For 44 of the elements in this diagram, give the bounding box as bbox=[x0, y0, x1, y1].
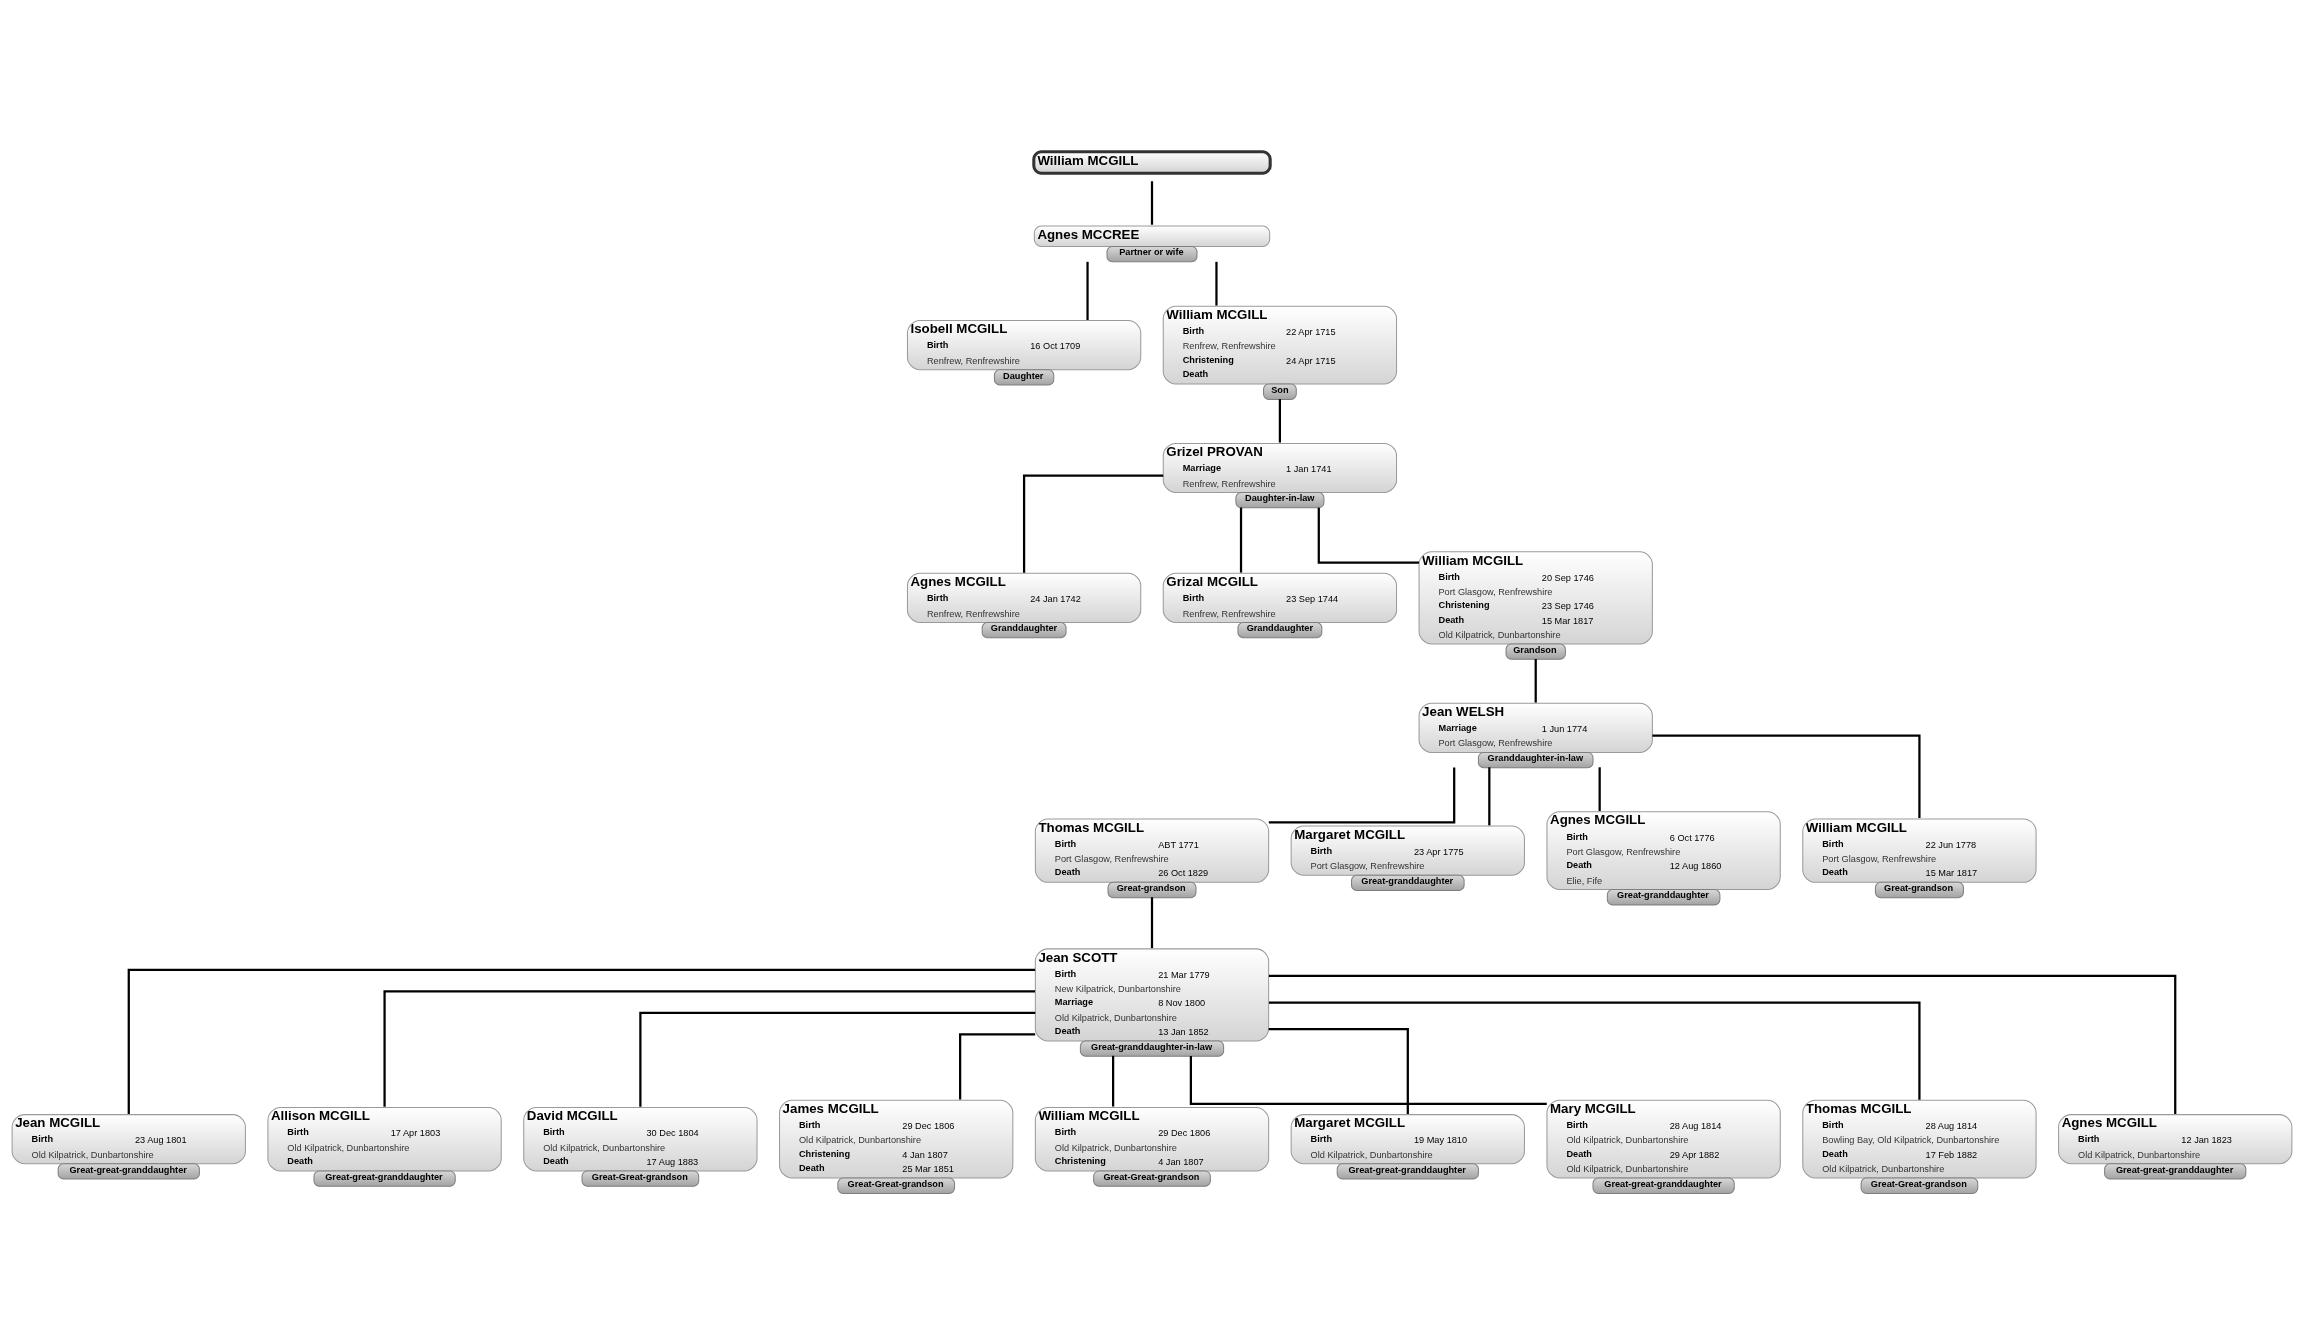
connector bbox=[1534, 658, 1537, 703]
connector bbox=[383, 989, 1035, 1107]
connector bbox=[1150, 896, 1154, 948]
connector bbox=[1317, 507, 1419, 564]
node-label: Great-grandson bbox=[1116, 882, 1186, 893]
node-label: Great-great-granddaughter bbox=[1348, 1164, 1466, 1175]
connector bbox=[1150, 180, 1154, 225]
node-label: Great-granddaughter bbox=[1361, 875, 1454, 886]
connector bbox=[1268, 1027, 1409, 1114]
node-label: Great-great-granddaughter bbox=[2115, 1164, 2234, 1175]
node-label: Great-granddaughter bbox=[1617, 889, 1709, 900]
node-label: Granddaughter bbox=[990, 622, 1058, 633]
connector bbox=[1189, 1055, 1547, 1105]
connector bbox=[1488, 766, 1491, 825]
node-label: Great-Great-grandson bbox=[1103, 1171, 1200, 1182]
connector bbox=[127, 968, 1036, 1114]
connector bbox=[1268, 974, 2177, 1114]
connector bbox=[1598, 766, 1601, 811]
node-label: Great-great-granddaughter bbox=[69, 1164, 187, 1175]
node-label: Great-great-granddaughter bbox=[1604, 1178, 1722, 1189]
node-label: Partner or wife bbox=[1119, 246, 1184, 257]
connector bbox=[1086, 261, 1089, 320]
connector bbox=[1278, 398, 1282, 443]
connector bbox=[1652, 733, 1921, 818]
connector bbox=[1239, 507, 1243, 573]
node-label: Daughter bbox=[1003, 370, 1044, 381]
connector bbox=[1022, 474, 1164, 573]
node-label: Grandson bbox=[1513, 644, 1557, 655]
connector bbox=[639, 1011, 1036, 1107]
node-label: Son bbox=[1271, 384, 1289, 395]
node-label: Great-Great-grandson bbox=[1870, 1178, 1967, 1189]
connector bbox=[959, 1032, 1036, 1099]
node-label: Great-great-granddaughter bbox=[325, 1171, 443, 1182]
connector bbox=[1269, 1000, 1921, 1100]
node-label: Great-Great-grandson bbox=[847, 1178, 944, 1189]
node-label: Granddaughter bbox=[1246, 622, 1314, 633]
node-label: Granddaughter-in-law bbox=[1487, 752, 1584, 763]
connector bbox=[1268, 767, 1456, 824]
connector bbox=[1215, 261, 1218, 306]
node-label: Daughter-in-law bbox=[1245, 492, 1315, 503]
node-label: Great-Great-grandson bbox=[591, 1171, 688, 1182]
connector bbox=[1112, 1055, 1115, 1107]
node-label: Great-grandson bbox=[1884, 882, 1954, 893]
node-label: Great-granddaughter-in-law bbox=[1091, 1041, 1213, 1052]
